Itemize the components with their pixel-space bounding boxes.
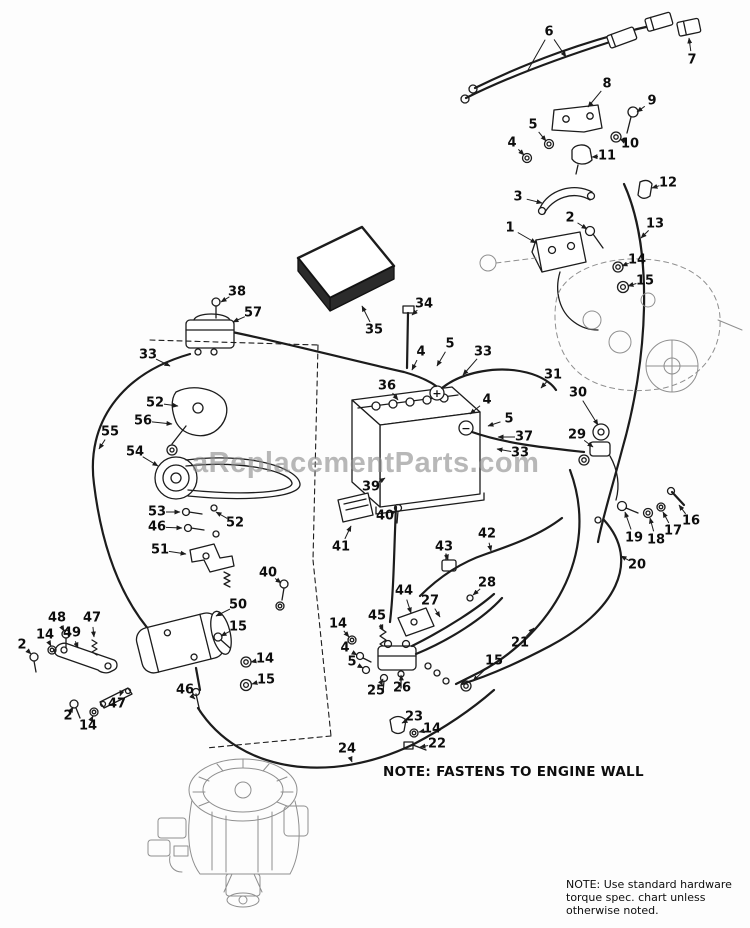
part-callout-2: 2 — [17, 637, 27, 653]
part-callout-5: 5 — [504, 411, 514, 427]
part-callout-52: 52 — [145, 395, 165, 411]
part-callout-17: 17 — [663, 523, 683, 539]
note-torque-line-1: NOTE: Use standard hardware — [566, 878, 732, 891]
part-callout-37: 37 — [514, 429, 534, 445]
transaxle-ghost — [479, 254, 743, 393]
part-callout-31: 31 — [543, 367, 563, 383]
part-callout-14: 14 — [35, 627, 55, 643]
part-callout-36: 36 — [377, 378, 397, 394]
part-callout-4: 4 — [340, 640, 350, 656]
part-callout-47: 47 — [107, 696, 127, 712]
note-torque-line-3: otherwise noted. — [566, 904, 659, 917]
part-callout-2: 2 — [63, 708, 73, 724]
part-callout-47: 47 — [82, 610, 102, 626]
part-callout-26: 26 — [392, 680, 412, 696]
part-callout-15: 15 — [484, 653, 504, 669]
part-callout-57: 57 — [243, 305, 263, 321]
part-callout-29: 29 — [567, 427, 587, 443]
part-callout-51: 51 — [150, 542, 170, 558]
part-callout-25: 25 — [366, 683, 386, 699]
part-callout-3: 3 — [513, 189, 523, 205]
part-callout-24: 24 — [337, 741, 357, 757]
part-callout-5: 5 — [347, 654, 357, 670]
engine-ghost — [147, 758, 309, 908]
part-callout-56: 56 — [133, 413, 153, 429]
part-callout-40: 40 — [258, 565, 278, 581]
part-callout-15: 15 — [256, 672, 276, 688]
part-callout-55: 55 — [100, 424, 120, 440]
part-callout-4: 4 — [507, 135, 517, 151]
part-callout-12: 12 — [658, 175, 678, 191]
part-callout-43: 43 — [434, 539, 454, 555]
part-callout-50: 50 — [228, 597, 248, 613]
part-callout-14: 14 — [255, 651, 275, 667]
part-callout-19: 19 — [624, 530, 644, 546]
part-callout-22: 22 — [427, 736, 447, 752]
watermark: aReplacementParts.com — [192, 447, 540, 479]
part-callout-23: 23 — [404, 709, 424, 725]
part-callout-10: 10 — [620, 136, 640, 152]
note-torque-spec: NOTE: Use standard hardware torque spec.… — [566, 878, 732, 917]
part-callout-2: 2 — [565, 210, 575, 226]
part-callout-28: 28 — [477, 575, 497, 591]
part-callout-39: 39 — [361, 479, 381, 495]
part-callout-30: 30 — [568, 385, 588, 401]
part-callout-44: 44 — [394, 583, 414, 599]
part-callout-14: 14 — [422, 721, 442, 737]
part-callout-18: 18 — [646, 532, 666, 548]
part-callout-49: 49 — [62, 625, 82, 641]
part-callout-46: 46 — [175, 682, 195, 698]
part-callout-33: 33 — [473, 344, 493, 360]
part-callout-9: 9 — [647, 93, 657, 109]
part-callout-38: 38 — [227, 284, 247, 300]
svg-text:−: − — [461, 422, 470, 435]
part-callout-5: 5 — [445, 336, 455, 352]
part-callout-14: 14 — [627, 252, 647, 268]
part-callout-46: 46 — [147, 519, 167, 535]
part-callout-52: 52 — [225, 515, 245, 531]
part-callout-8: 8 — [602, 76, 612, 92]
part-callout-35: 35 — [364, 322, 384, 338]
part-callout-6: 6 — [544, 24, 554, 40]
part-callout-4: 4 — [482, 392, 492, 408]
note-torque-line-2: torque spec. chart unless — [566, 891, 706, 904]
part-callout-54: 54 — [125, 444, 145, 460]
part-callout-42: 42 — [477, 526, 497, 542]
part-callout-15: 15 — [228, 619, 248, 635]
part-callout-20: 20 — [627, 557, 647, 573]
part-callout-45: 45 — [367, 608, 387, 624]
part-callout-34: 34 — [414, 296, 434, 312]
part-callout-41: 41 — [331, 539, 351, 555]
part-callout-27: 27 — [420, 593, 440, 609]
part-callout-13: 13 — [645, 216, 665, 232]
svg-text:+: + — [432, 387, 441, 400]
part-callout-33: 33 — [510, 445, 530, 461]
part-callout-14: 14 — [328, 616, 348, 632]
part-callout-1: 1 — [505, 220, 515, 236]
part-callout-14: 14 — [78, 718, 98, 734]
part-callout-53: 53 — [147, 504, 167, 520]
part-callout-48: 48 — [47, 610, 67, 626]
part-callout-5: 5 — [528, 117, 538, 133]
part-callout-21: 21 — [510, 635, 530, 651]
part-callout-15: 15 — [635, 273, 655, 289]
part-callout-40: 40 — [375, 508, 395, 524]
note-fastens-to-engine-wall: NOTE: FASTENS TO ENGINE WALL — [383, 764, 644, 780]
part-callout-11: 11 — [597, 148, 617, 164]
part-callout-33: 33 — [138, 347, 158, 363]
part-callout-16: 16 — [681, 513, 701, 529]
part-callout-7: 7 — [687, 52, 697, 68]
part-callout-4: 4 — [416, 344, 426, 360]
